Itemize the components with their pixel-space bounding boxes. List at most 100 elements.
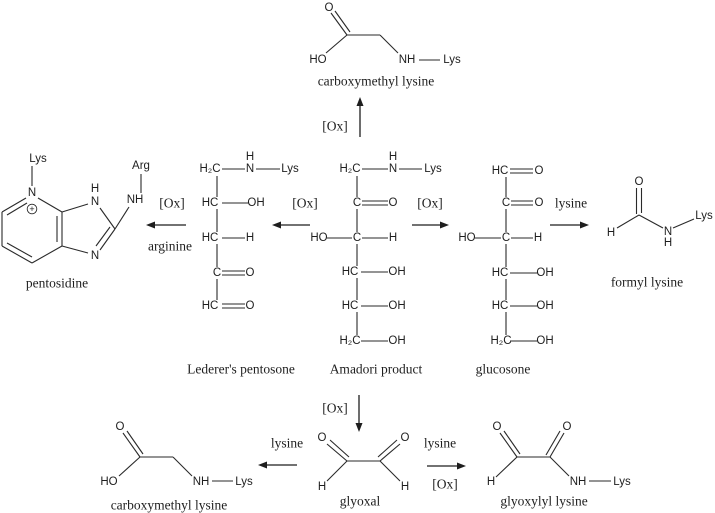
atom-carbon: HC xyxy=(492,300,509,312)
bond xyxy=(379,460,401,482)
atom-oxygen: O xyxy=(318,432,327,444)
atom-nitrogen: N xyxy=(389,163,397,175)
bond xyxy=(495,456,518,478)
compound-label: carboxymethyl lysine xyxy=(318,74,435,89)
arrow-head-icon xyxy=(355,423,363,432)
atom-ring-nitrogen: N xyxy=(91,196,99,208)
atom-carbon: C xyxy=(353,197,361,209)
bond-double xyxy=(1,245,33,264)
atom-imine-nitrogen: N xyxy=(91,250,99,262)
reaction-arrow-glyoxal-to-glyoxylyl-lysine: lysine [Ox] xyxy=(424,436,466,492)
compound-carboxymethyl-lysine-bottom: O HO NH Lys carboxymethyl lysine xyxy=(100,421,253,513)
atom-oxygen: O xyxy=(116,421,125,433)
bond xyxy=(616,214,640,229)
bond xyxy=(114,206,130,230)
atom-hydrogen: H xyxy=(91,183,99,195)
bond-double xyxy=(545,430,561,456)
bond-double xyxy=(549,432,565,458)
atom-amine: NH xyxy=(193,476,210,488)
atom-hydroxyl: HO xyxy=(309,54,326,66)
atom-oxygen: O xyxy=(535,165,544,177)
bond-double xyxy=(6,202,28,216)
group-lysine: Lys xyxy=(695,210,713,222)
atom-hydroxyl: OH xyxy=(388,266,405,278)
compound-label: formyl lysine xyxy=(611,275,683,290)
atom-oxygen: O xyxy=(635,176,644,188)
reaction-arrow-glyoxal-to-cml: lysine xyxy=(258,436,303,469)
bond-double xyxy=(122,432,141,458)
bond xyxy=(325,34,348,54)
compound-label: carboxymethyl lysine xyxy=(111,498,228,513)
atom-hydroxyl: OH xyxy=(536,267,553,279)
atom-hydroxyl: OH xyxy=(247,197,264,209)
bond-double xyxy=(326,443,348,462)
bond xyxy=(37,197,63,213)
bond xyxy=(118,456,141,477)
reaction-arrow-amadori-to-glucosone: [Ox] xyxy=(412,196,449,229)
atom-hydroxyl: OH xyxy=(536,335,553,347)
bond-double xyxy=(99,228,116,251)
reaction-condition: [Ox] xyxy=(432,477,458,492)
atom-hydrogen: H xyxy=(318,481,326,493)
compound-label: glyoxal xyxy=(340,494,381,509)
compound-glyoxal: O O H H glyoxal xyxy=(318,432,410,509)
atom-carbon: HC xyxy=(342,300,359,312)
atom-carbon: C xyxy=(502,197,510,209)
atom-hydroxyl: OH xyxy=(388,335,405,347)
atom-carbon: HC xyxy=(342,266,359,278)
arrow-head-icon xyxy=(457,462,466,470)
atom-carbon: HC xyxy=(492,165,509,177)
atom-nitrogen: N xyxy=(664,226,672,238)
compound-amadori-product: H H₂C N Lys C O HO C H HC OH HC OH H₂C O… xyxy=(310,151,442,377)
bond-double xyxy=(6,242,33,258)
compound-glyoxylyl-lysine: O O H NH Lys glyoxylyl lysine xyxy=(487,421,631,509)
atom-hydrogen: H xyxy=(487,476,495,488)
bond xyxy=(672,218,695,229)
group-arginine: Arg xyxy=(132,160,150,172)
arrow-head-icon xyxy=(440,221,449,229)
atom-hydrogen: H xyxy=(534,232,542,244)
arrow-head-icon xyxy=(580,221,589,229)
reaction-arrow-lederers-to-pentosidine: [Ox] arginine xyxy=(146,196,192,254)
group-lysine: Lys xyxy=(29,153,47,165)
atom-hydroxyl: HO xyxy=(458,232,475,244)
atom-amine: NH xyxy=(127,194,144,206)
reaction-arrow-amadori-to-cml: [Ox] xyxy=(322,97,364,137)
bond xyxy=(172,456,193,477)
reaction-reagent: arginine xyxy=(148,239,192,254)
compound-label: glucosone xyxy=(476,362,531,377)
atom-hydrogen: H xyxy=(246,151,254,163)
compound-label: pentosidine xyxy=(26,276,88,291)
atom-hydroxyl: HO xyxy=(100,476,117,488)
bond-double xyxy=(95,226,111,247)
bond xyxy=(379,34,399,54)
atom-oxygen: O xyxy=(401,432,410,444)
reaction-arrow-amadori-to-glyoxal: [Ox] xyxy=(322,395,363,432)
atom-carbon: C xyxy=(353,232,361,244)
atom-carbon: H₂C xyxy=(339,163,360,175)
bond-double xyxy=(1,197,27,213)
positive-charge-sign: + xyxy=(29,204,34,214)
compound-carboxymethyl-lysine-top: O HO NH Lys carboxymethyl lysine xyxy=(309,2,461,89)
bond xyxy=(61,245,89,254)
bond-double xyxy=(377,439,398,458)
atom-ring-nitrogen: N xyxy=(28,187,36,199)
compound-lederers-pentosone: H H₂C N Lys HC OH HC H C O HC O Lederer'… xyxy=(187,151,299,377)
bond-double xyxy=(503,430,521,455)
atom-carbon: HC xyxy=(202,197,219,209)
atom-carbon: C xyxy=(213,267,221,279)
bond-double xyxy=(499,432,518,458)
reaction-condition: [Ox] xyxy=(322,119,348,134)
atom-hydrogen: H xyxy=(246,232,254,244)
atom-hydroxyl: OH xyxy=(388,300,405,312)
reaction-arrow-amadori-to-lederers: [Ox] xyxy=(272,196,318,229)
arrow-head-icon xyxy=(146,221,155,229)
reaction-condition: [Ox] xyxy=(417,196,443,211)
group-lysine: Lys xyxy=(424,163,442,175)
atom-hydrogen: H xyxy=(401,481,409,493)
group-lysine: Lys xyxy=(281,163,299,175)
group-lysine: Lys xyxy=(443,54,461,66)
atom-oxygen: O xyxy=(246,267,255,279)
reaction-reagent: lysine xyxy=(271,436,303,451)
